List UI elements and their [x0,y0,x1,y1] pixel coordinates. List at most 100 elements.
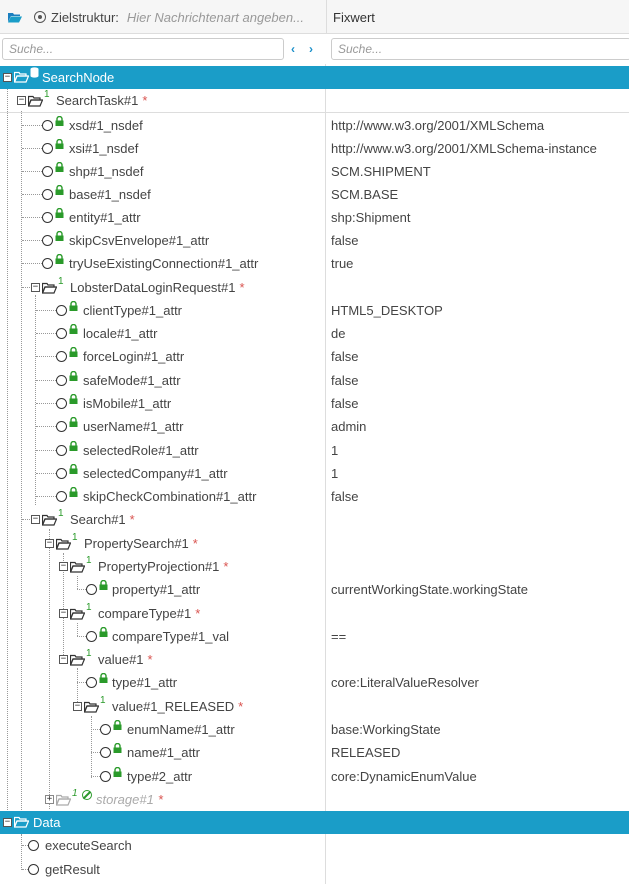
attr-value[interactable]: false [331,373,359,388]
attr-value[interactable]: base:WorkingState [331,722,441,737]
collapse-toggle[interactable]: − [3,817,12,827]
tree-guide [77,668,78,708]
collapse-toggle[interactable]: − [59,608,68,618]
tree-row-search[interactable]: − 1 Search#1* [0,508,629,531]
expand-toggle[interactable]: + [45,794,54,804]
node-label: value#1_RELEASED* [112,699,244,714]
leaf-node-icon [86,631,97,642]
collapse-toggle[interactable]: − [3,72,12,82]
attr-value[interactable]: de [331,326,346,341]
collapse-toggle[interactable]: − [59,561,68,571]
attr-value[interactable]: shp:Shipment [331,210,411,225]
tree-row-attr[interactable]: isMobile#1_attr false [0,392,629,415]
tree-row-searchnode[interactable]: − SearchNode [0,66,629,89]
tree-row-value[interactable]: − 1 value#1* [0,648,629,671]
tree-row-attr[interactable]: name#1_attr RELEASED [0,741,629,764]
collapse-toggle[interactable]: − [59,654,68,664]
attr-value[interactable]: false [331,489,359,504]
tree-row-property-projection[interactable]: − 1 PropertyProjection#1* [0,555,629,578]
tree-row-storage[interactable]: + 1 storage#1* [0,788,629,811]
collapse-toggle[interactable]: − [31,282,40,292]
column-divider[interactable] [325,64,326,884]
search-prev-button[interactable]: ‹ [291,42,295,56]
tree-row-attr[interactable]: selectedCompany#1_attr 1 [0,462,629,485]
tree-row-attr[interactable]: type#1_attr core:LiteralValueResolver [0,671,629,694]
tree-row-attr[interactable]: safeMode#1_attr false [0,369,629,392]
attr-value[interactable]: currentWorkingState.workingState [331,582,529,597]
attr-value[interactable]: 1 [331,443,339,458]
leaf-node-icon [42,189,53,200]
tree-row-attr[interactable]: base#1_nsdef SCM.BASE [0,183,629,206]
occurrence-count: 1 [58,276,64,287]
tree-row-attr[interactable]: type#2_attr core:DynamicEnumValue [0,765,629,788]
tree-row-get-result[interactable]: getResult [0,858,629,881]
attr-value[interactable]: false [331,396,359,411]
attr-value[interactable]: true [331,256,354,271]
tree-row-attr[interactable]: xsi#1_nsdef http://www.w3.org/2001/XMLSc… [0,137,629,160]
attr-value[interactable]: false [331,233,359,248]
collapse-toggle[interactable]: − [17,95,26,105]
tree-row-attr[interactable]: userName#1_attr admin [0,415,629,438]
node-label: executeSearch [45,838,132,853]
tree-row-attr[interactable]: compareType#1_val == [0,623,629,648]
leaf-node-icon [56,421,67,432]
attr-value[interactable]: admin [331,419,367,434]
tree-row-attr[interactable]: locale#1_attr de [0,322,629,345]
leaf-node-icon [28,840,39,851]
lock-icon [69,441,78,451]
tree-guide [21,834,22,870]
lock-icon [55,185,64,195]
attr-value[interactable]: SCM.BASE [331,187,399,202]
value-search-input[interactable] [331,38,629,60]
attr-value[interactable]: SCM.SHIPMENT [331,164,431,179]
tree-row-attr[interactable]: clientType#1_attr HTML5_DESKTOP [0,299,629,322]
tree-row-searchtask[interactable]: − 1 SearchTask#1* [0,89,629,112]
tree-guide [36,426,56,427]
tree-row-attr[interactable]: entity#1_attr shp:Shipment [0,206,629,229]
fixed-value-header: Fixwert [326,0,629,34]
lock-icon [69,487,78,497]
attr-value[interactable]: http://www.w3.org/2001/XMLSchema-instanc… [331,141,597,156]
search-next-button[interactable]: › [309,42,313,56]
tree-row-attr[interactable]: shp#1_nsdef SCM.SHIPMENT [0,160,629,183]
message-type-input[interactable]: Hier Nachrichtenart angeben... [126,9,304,25]
collapse-toggle[interactable]: − [73,701,82,711]
tree-row-attr[interactable]: enumName#1_attr base:WorkingState [0,718,629,741]
tree-guide [36,356,56,357]
attr-value[interactable]: RELEASED [331,745,401,760]
attr-label: userName#1_attr [83,419,184,434]
open-folder-icon[interactable] [8,12,22,23]
attr-value[interactable]: 1 [331,466,339,481]
tree-row-data[interactable]: − Data [0,811,629,834]
attr-value[interactable]: core:DynamicEnumValue [331,769,477,784]
tree-row-attr[interactable]: skipCsvEnvelope#1_attr false [0,229,629,252]
node-label: PropertyProjection#1* [98,559,229,574]
occurrence-count: 1 [100,695,106,706]
tree-row-attr[interactable]: xsd#1_nsdef http://www.w3.org/2001/XMLSc… [0,114,629,137]
tree-row-execute-search[interactable]: executeSearch [0,834,629,857]
tree-row-attr[interactable]: tryUseExistingConnection#1_attr true [0,252,629,275]
attr-value[interactable]: false [331,349,359,364]
attr-value[interactable]: == [331,629,347,644]
tree-search-input[interactable] [2,38,284,60]
collapse-toggle[interactable]: − [31,514,40,524]
lock-icon [55,162,64,172]
leaf-node-icon [56,351,67,362]
tree-row-value-released[interactable]: − 1 value#1_RELEASED* [0,695,629,718]
leaf-node-icon [56,305,67,316]
lock-icon [69,417,78,427]
tree-row-compare-type[interactable]: − 1 compareType#1* [0,602,629,625]
attr-value[interactable]: http://www.w3.org/2001/XMLSchema [331,118,545,133]
node-label: Search#1* [70,512,135,527]
attr-value[interactable]: core:LiteralValueResolver [331,675,479,690]
collapse-toggle[interactable]: − [45,538,54,548]
lock-icon [55,231,64,241]
tree-row-property-search[interactable]: − 1 PropertySearch#1* [0,532,629,555]
tree-row-attr[interactable]: property#1_attr currentWorkingState.work… [0,576,629,601]
attr-value[interactable]: HTML5_DESKTOP [331,303,443,318]
tree-row-login-request[interactable]: − 1 LobsterDataLoginRequest#1* [0,276,629,299]
tree-row-attr[interactable]: selectedRole#1_attr 1 [0,439,629,462]
leaf-node-icon [86,677,97,688]
tree-row-attr[interactable]: forceLogin#1_attr false [0,345,629,368]
tree-row-attr[interactable]: skipCheckCombination#1_attr false [0,485,629,508]
